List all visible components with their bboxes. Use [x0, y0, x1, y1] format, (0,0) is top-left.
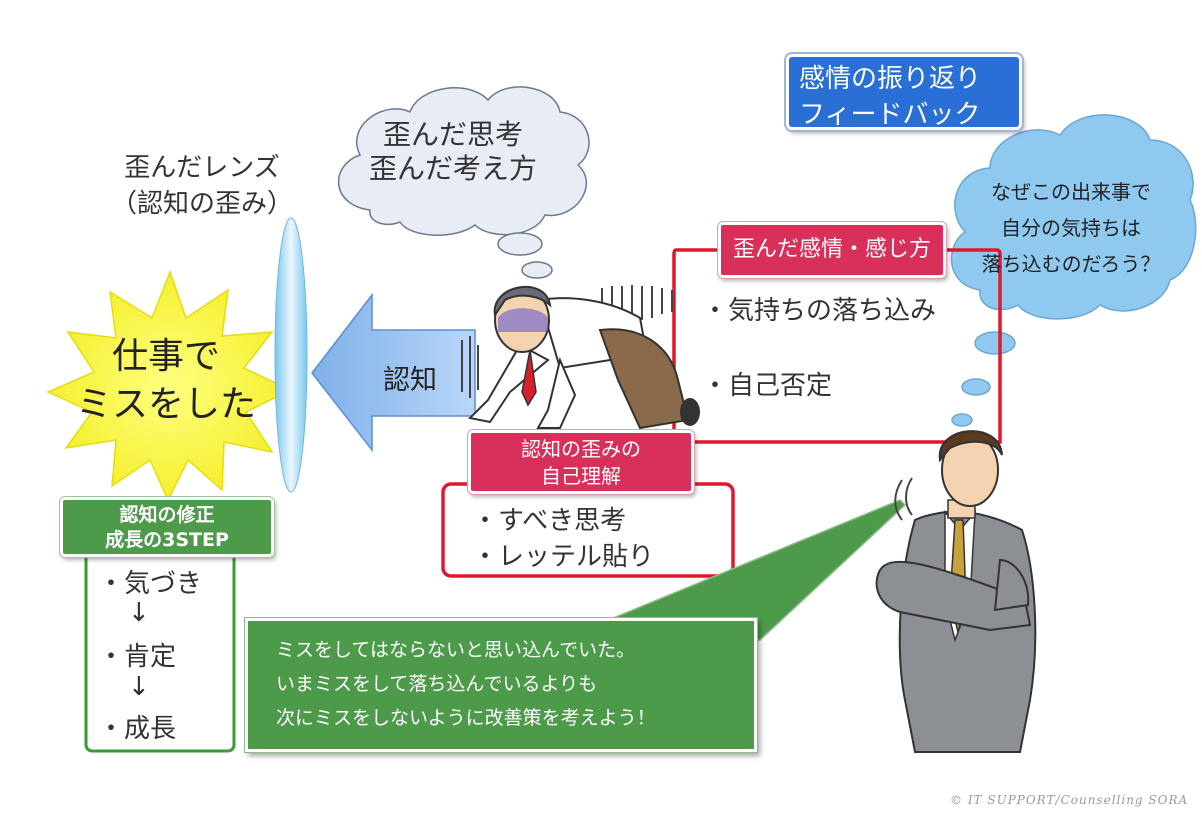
step-arrow-2: ↓: [128, 672, 150, 702]
feedback-line1: ミスをしてはならないと思い込んでいた。: [276, 639, 636, 661]
correction-tag-line2: 成長の3STEP: [105, 529, 229, 551]
thought-cloud-line2: 歪んだ考え方: [368, 152, 537, 185]
crawling-man-illustration: [461, 285, 700, 430]
question-line3: 落ち込むのだろう？: [981, 252, 1161, 276]
question-cloud-text: なぜこの出来事で 自分の気持ちは 落ち込むのだろう？: [962, 174, 1180, 282]
feedback-line3: 次にミスをしないように改善策を考えよう！: [276, 707, 656, 729]
correction-tag: 認知の修正 成長の3STEP: [60, 497, 274, 557]
thought-cloud-line1: 歪んだ思考: [382, 118, 523, 151]
lens-label: 歪んだレンズ （認知の歪み）: [104, 150, 300, 222]
emotion-item-1: ・気持ちの落ち込み: [702, 296, 937, 326]
step-awareness: ・気づき: [98, 569, 203, 599]
lens-label-line1: 歪んだレンズ: [124, 153, 280, 183]
standing-man-illustration: [875, 430, 1037, 753]
emotion-feedback-tag: 感情の振り返り フィードバック: [786, 54, 1022, 130]
cognition-tag-line2: 自己理解: [541, 464, 621, 488]
feedback-speech-box: ミスをしてはならないと思い込んでいた。 いまミスをして落ち込んでいるよりも 次に…: [245, 618, 757, 752]
cognition-tag-line1: 認知の歪みの: [521, 437, 641, 461]
lens-label-line2: （認知の歪み）: [110, 189, 293, 219]
burst-text: 仕事で ミスをした: [60, 333, 272, 429]
question-line1: なぜこの出来事で: [991, 180, 1151, 204]
correction-tag-line1: 認知の修正: [119, 504, 215, 526]
thought-cloud: [337, 86, 590, 279]
emotion-frame: [672, 248, 1002, 444]
cognition-item-1: ・すべき思考: [472, 506, 627, 536]
step-affirmation: ・肯定: [98, 642, 177, 672]
cognition-tag: 認知の歪みの 自己理解: [468, 430, 694, 494]
cognition-item-2: ・レッテル貼り: [472, 542, 655, 572]
thought-cloud-text: 歪んだ思考 歪んだ考え方: [348, 118, 558, 186]
distorted-lens: [274, 217, 308, 493]
step-growth: ・成長: [98, 714, 177, 744]
burst-line2: ミスをした: [75, 384, 256, 425]
question-line2: 自分の気持ちは: [1001, 216, 1141, 240]
emotion-feedback-line2: フィードバック: [799, 100, 981, 130]
step-arrow-1: ↓: [128, 598, 150, 628]
emotion-item-2: ・自己否定: [702, 371, 833, 401]
cognition-arrow: [311, 292, 476, 453]
emotion-feedback-line1: 感情の振り返り: [799, 64, 982, 94]
feedback-line2: いまミスをして落ち込んでいるよりも: [276, 673, 598, 695]
question-cloud: [950, 114, 1197, 427]
copyright-notice: © IT SUPPORT/Counselling SORA: [950, 793, 1189, 807]
emotion-tag: 歪んだ感情・感じ方: [718, 222, 946, 278]
arrow-label: 認知: [383, 365, 437, 396]
burst-line1: 仕事で: [111, 336, 220, 377]
